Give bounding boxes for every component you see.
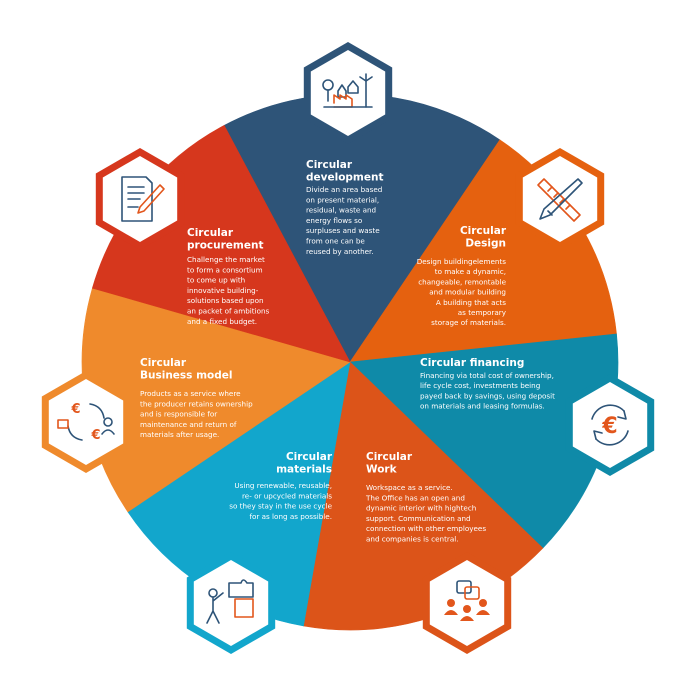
segment-body-line: and modular building	[429, 288, 506, 297]
svg-text:€: €	[70, 402, 80, 417]
segment-title-line: Design	[465, 238, 506, 250]
segment-body-line: so they stay in the use cycle	[229, 502, 332, 511]
segment-body-line: on present material,	[306, 195, 379, 204]
segment-body-line: the producer retains ownership	[140, 399, 253, 408]
segment-body-line: Products as a service where	[140, 389, 241, 398]
segment-body-line: on materials and leasing formulas.	[420, 402, 545, 411]
segment-body-line: storage of materials.	[431, 318, 506, 327]
segment-body-materials: Using renewable, reusable,re- or upcycle…	[229, 481, 332, 521]
segment-body-line: support. Communication and	[366, 514, 471, 523]
svg-text:€: €	[90, 428, 100, 443]
hexagon-work	[422, 552, 512, 654]
segment-body-line: payed back by savings, using deposit	[420, 391, 555, 400]
segment-title-line: Work	[366, 464, 398, 476]
segment-title-line: Business model	[140, 370, 232, 382]
segment-body-financing: Financing via total cost of ownership,li…	[420, 371, 555, 411]
pencil-ruler-icon	[537, 178, 583, 222]
segment-body-line: The Office has an open and	[365, 493, 465, 502]
segment-body-line: an packet of ambitions	[187, 307, 270, 316]
segment-body-line: solutions based upon	[187, 296, 264, 305]
segment-body-line: dynamic interior with hightech	[366, 504, 476, 513]
segment-body-line: life cycle cost, investments being	[420, 381, 540, 390]
segment-body-line: energy flows so	[306, 216, 362, 225]
segment-body-line: innovative building-	[187, 286, 259, 295]
segment-body-line: changeable, remontable	[418, 277, 506, 286]
hexagon-financing: €	[565, 374, 655, 476]
landscape-buildings-icon	[322, 73, 373, 108]
segment-body-line: to form a consortium	[187, 265, 263, 274]
segment-title-financing: Circular financing	[420, 357, 524, 369]
wheel-segments	[81, 93, 619, 631]
segment-body-line: and companies is central.	[366, 535, 459, 544]
segment-body-line: Using renewable, reusable,	[234, 481, 332, 490]
segment-title-line: Circular	[306, 159, 353, 171]
segment-body-line: maintenance and return of	[140, 420, 237, 429]
segment-body-line: Challenge the market	[187, 255, 265, 264]
segment-body-line: residual, waste and	[306, 206, 376, 215]
document-pen-icon	[121, 176, 165, 222]
segment-body-line: and is responsible for	[140, 410, 217, 419]
segment-body-line: as temporary	[458, 308, 507, 317]
segment-title-line: Circular financing	[420, 357, 524, 369]
segment-body-line: A building that acts	[436, 298, 506, 307]
hexagon-design	[515, 148, 605, 250]
euro-exchange-icon: €€	[57, 402, 115, 443]
segment-body-line: to make a dynamic,	[435, 267, 506, 276]
hexagon-materials	[186, 552, 276, 654]
segment-title-line: materials	[276, 464, 332, 476]
euro-cycle-icon: €	[591, 404, 629, 446]
segment-body-line: for as long as possible.	[249, 512, 332, 521]
segment-title-line: development	[306, 172, 384, 184]
segment-body-line: reused by another.	[306, 247, 374, 256]
segment-title-line: Circular	[286, 451, 333, 463]
segment-title-line: Circular	[460, 225, 507, 237]
hexagon-development	[303, 42, 393, 144]
segment-body-line: from one can be	[306, 237, 365, 246]
segment-body-line: connection with other employees	[366, 524, 486, 533]
hexagon-business: €€	[41, 371, 131, 473]
segment-body-line: to come up with	[187, 276, 245, 285]
segment-body-line: re- or upcycled materials	[242, 491, 332, 500]
segment-body-line: Workspace as a service.	[366, 483, 453, 492]
segment-body-work: Workspace as a service.The Office has an…	[365, 483, 486, 544]
segment-title-line: Circular	[187, 227, 234, 239]
svg-text:€: €	[601, 414, 617, 439]
puzzle-person-icon	[206, 579, 254, 624]
segment-body-line: materials after usage.	[140, 430, 219, 439]
hexagon-icons: €€€	[41, 42, 655, 654]
segment-body-line: surpluses and waste	[306, 226, 380, 235]
segment-title-line: Circular	[140, 357, 187, 369]
segment-title-line: Circular	[366, 451, 413, 463]
hexagon-procurement	[95, 148, 185, 250]
segment-body-line: Financing via total cost of ownership,	[420, 371, 554, 380]
team-meeting-icon	[444, 580, 490, 621]
segment-body-line: Design buildingelements	[417, 257, 507, 266]
segment-body-line: and a fixed budget.	[187, 317, 257, 326]
segment-body-line: Divide an area based	[306, 185, 382, 194]
segment-title-line: procurement	[187, 240, 263, 252]
